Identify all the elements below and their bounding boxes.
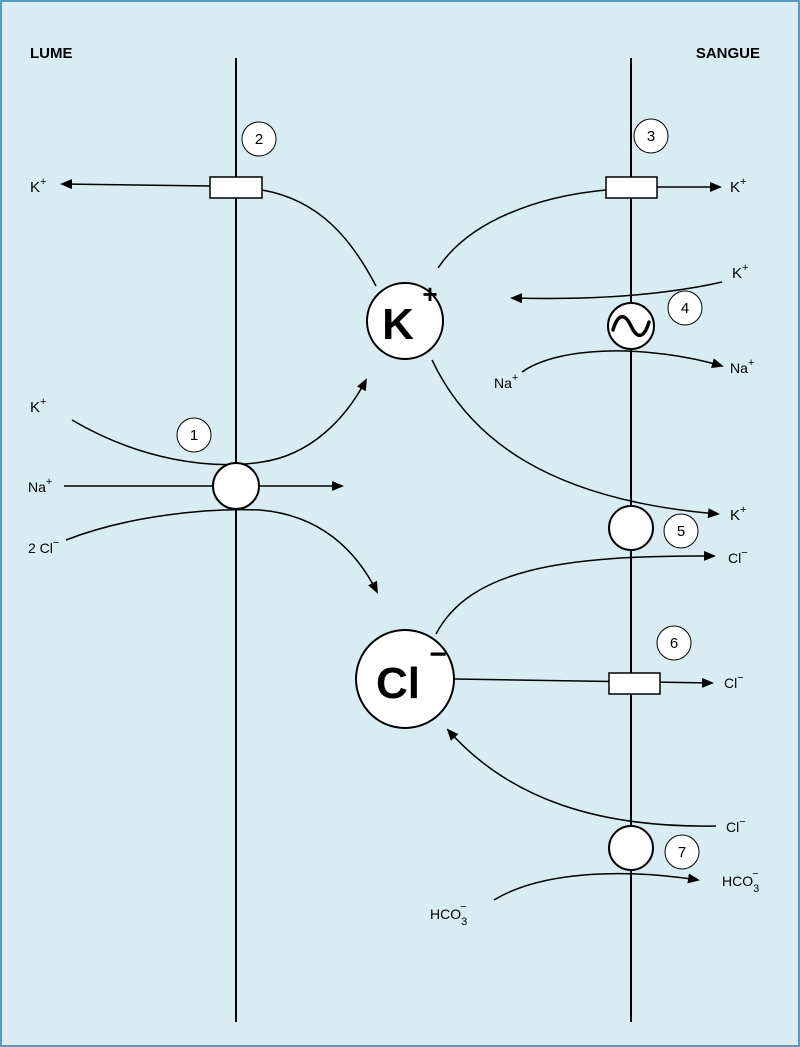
transporter-number-7-label: 7 <box>678 844 686 861</box>
k-in-left-label: K+ <box>30 396 46 416</box>
hco3-out-7-label: HCO3− <box>722 868 759 895</box>
transporter-number-3 <box>633 118 669 154</box>
k-secretion-arrow <box>60 179 211 190</box>
pump-symbol-icon <box>611 315 651 337</box>
chloride-pool-label: Cl <box>376 659 420 708</box>
cl-in-7-label: Cl− <box>726 816 746 835</box>
transporter-number-4 <box>667 290 703 326</box>
cl-exchange-uptake-arrow <box>446 728 717 827</box>
chloride-pool <box>355 629 455 729</box>
cl-channel-efflux-arrow <box>454 677 714 688</box>
chloride-pool-charge: − <box>429 638 447 671</box>
apical-k-channel <box>209 176 263 199</box>
transporter-number-6 <box>656 625 692 661</box>
na-extrusion-pump-arrow <box>521 350 724 373</box>
transporter-number-5-label: 5 <box>677 523 685 540</box>
k-basolateral-connector <box>437 189 607 269</box>
transporter-number-2 <box>241 121 277 157</box>
nkcc2-cotransporter <box>212 462 260 510</box>
cl-hco3-exchanger <box>608 825 654 871</box>
hco3-exchange-efflux-arrow <box>493 872 700 901</box>
transporter-number-2-label: 2 <box>255 131 263 148</box>
k-in-4-label: K+ <box>732 262 748 282</box>
basolateral-cl-channel <box>608 672 661 695</box>
kcl-cotransporter <box>608 505 654 551</box>
potassium-pool-label: K <box>382 300 414 349</box>
cl-in-left-label: 2 Cl− <box>28 537 59 556</box>
blood-header: SANGUE <box>696 45 760 62</box>
transporter-number-7 <box>664 834 700 870</box>
na-in-left-label: Na+ <box>28 476 52 495</box>
basolateral-k-channel <box>605 176 658 199</box>
transporter-number-6-label: 6 <box>670 635 678 652</box>
na-out-4-label: Na+ <box>730 357 754 376</box>
transporter-number-5 <box>663 513 699 549</box>
k-cotransport-efflux-arrow <box>431 359 720 519</box>
transporter-number-3-label: 3 <box>647 128 655 145</box>
k-cotransport-uptake-arrow <box>71 378 367 466</box>
lumen-header: LUME <box>30 45 73 62</box>
k-uptake-pump-arrow <box>510 281 723 304</box>
cl-out-5-label: Cl− <box>728 547 748 566</box>
potassium-pool <box>366 282 444 360</box>
k-out-left-label: K+ <box>30 176 46 196</box>
transporter-number-1 <box>176 417 212 453</box>
cl-cotransport-efflux-arrow <box>435 550 716 635</box>
cl-cotransport-uptake-arrow <box>65 508 378 594</box>
k-out-3-label: K+ <box>730 176 746 196</box>
potassium-pool-charge: + <box>422 279 437 309</box>
transporter-number-1-label: 1 <box>190 427 198 444</box>
k-out-5-label: K+ <box>730 504 746 524</box>
k-channel-connector <box>261 189 377 287</box>
cl-out-6-label: Cl− <box>724 672 744 691</box>
hco3-in-7-label: HCO3− <box>430 901 467 928</box>
transporter-number-4-label: 4 <box>681 300 689 317</box>
na-in-4-label: Na+ <box>494 372 518 391</box>
